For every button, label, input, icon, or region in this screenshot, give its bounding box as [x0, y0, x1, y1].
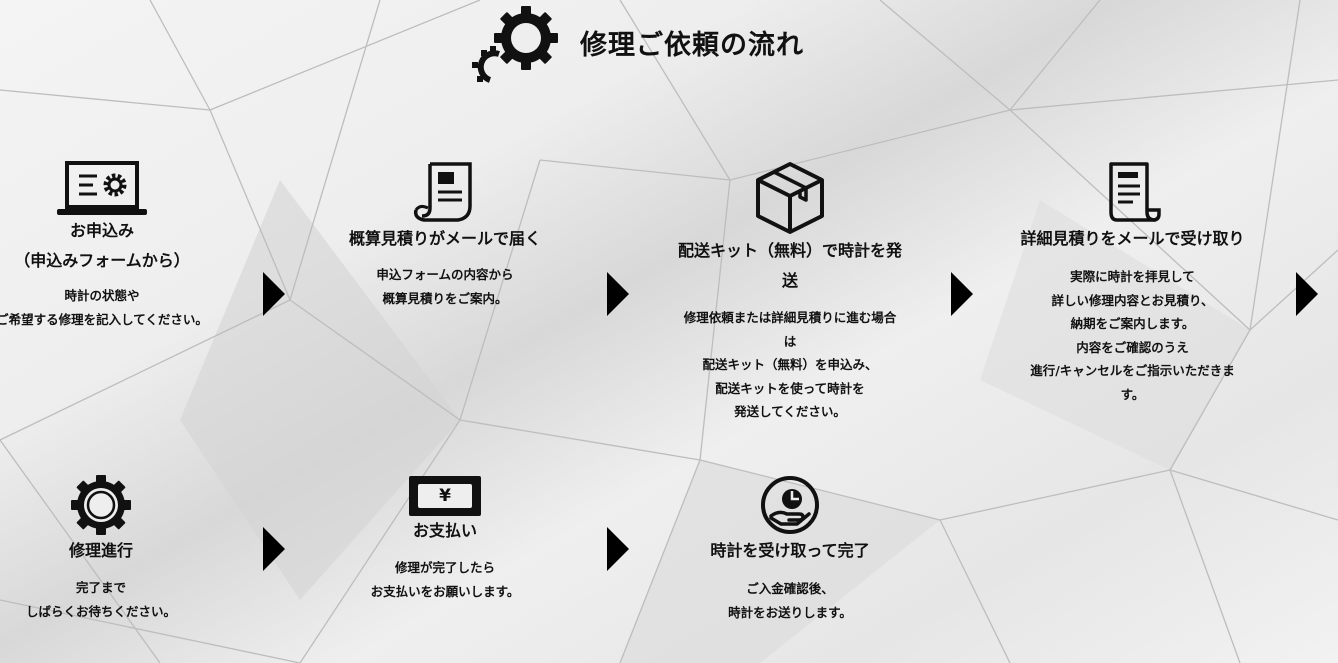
step-title: お申込み （申込みフォームから） [14, 221, 190, 270]
step-title: 時計を受け取って完了 [710, 541, 870, 560]
step-description: 実際に時計を拝見して 詳しい修理内容とお見積り、 納期をご案内します。 内容をご… [1030, 269, 1235, 402]
step-repair-in-progress: 修理進行 完了まで しばらくお待ちください。 [1, 474, 201, 623]
step-ship-watch: 配送キット（無料）で時計を発 送 修理依頼または詳細見積りに進む場合 は 配送キ… [660, 160, 920, 424]
hand-clock-icon [761, 476, 819, 534]
laptop-gear-icon [57, 161, 147, 215]
flow-arrow-3 [951, 272, 973, 316]
step-receive-watch: 時計を受け取って完了 ご入金確認後、 時計をお送りします。 [690, 474, 890, 624]
step-description: 完了まで しばらくお待ちください。 [25, 580, 176, 619]
step-description: 時計の状態や ご希望する修理を記入してください。 [0, 288, 208, 327]
step-description: 修理が完了したら お支払いをお願いします。 [370, 560, 520, 599]
flow-arrow-5 [263, 527, 285, 571]
yen-symbol: ¥ [439, 485, 451, 506]
page-title: 修理ご依頼の流れ [580, 29, 804, 61]
gear-icon [71, 475, 131, 535]
document-icon [1108, 162, 1161, 222]
gears-icon [472, 6, 558, 83]
step-rough-estimate: 概算見積りがメールで届く 申込フォームの内容から 概算見積りをご案内。 [325, 160, 565, 310]
step-title: 配送キット（無料）で時計を発 送 [677, 241, 902, 290]
flow-arrow-4 [1296, 272, 1318, 316]
step-title: 概算見積りがメールで届く [348, 229, 541, 248]
page-header: 修理ご依頼の流れ [466, 4, 804, 86]
box-icon [756, 162, 824, 234]
step-title: 詳細見積りをメールで受け取り [1020, 229, 1245, 248]
flow-arrow-1 [263, 272, 285, 316]
step-application: お申込み （申込みフォームから） 時計の状態や ご希望する修理を記入してください… [0, 160, 212, 331]
step-payment: ¥ お支払い 修理が完了したら お支払いをお願いします。 [345, 476, 545, 603]
step-title: お支払い [412, 521, 477, 540]
flow-arrow-2 [607, 272, 629, 316]
step-description: ご入金確認後、 時計をお送りします。 [728, 581, 852, 620]
scroll-document-icon [413, 162, 472, 222]
step-title: 修理進行 [68, 541, 133, 560]
step-description: 申込フォームの内容から 概算見積りをご案内。 [376, 267, 514, 306]
step-description: 修理依頼または詳細見積りに進む場合 は 配送キット（無料）を申込み、 配送キット… [683, 310, 897, 419]
yen-bill-icon: ¥ [409, 476, 481, 516]
flow-arrow-6 [607, 527, 629, 571]
step-detailed-estimate: 詳細見積りをメールで受け取り 実際に時計を拝見して 詳しい修理内容とお見積り、 … [1005, 160, 1260, 406]
